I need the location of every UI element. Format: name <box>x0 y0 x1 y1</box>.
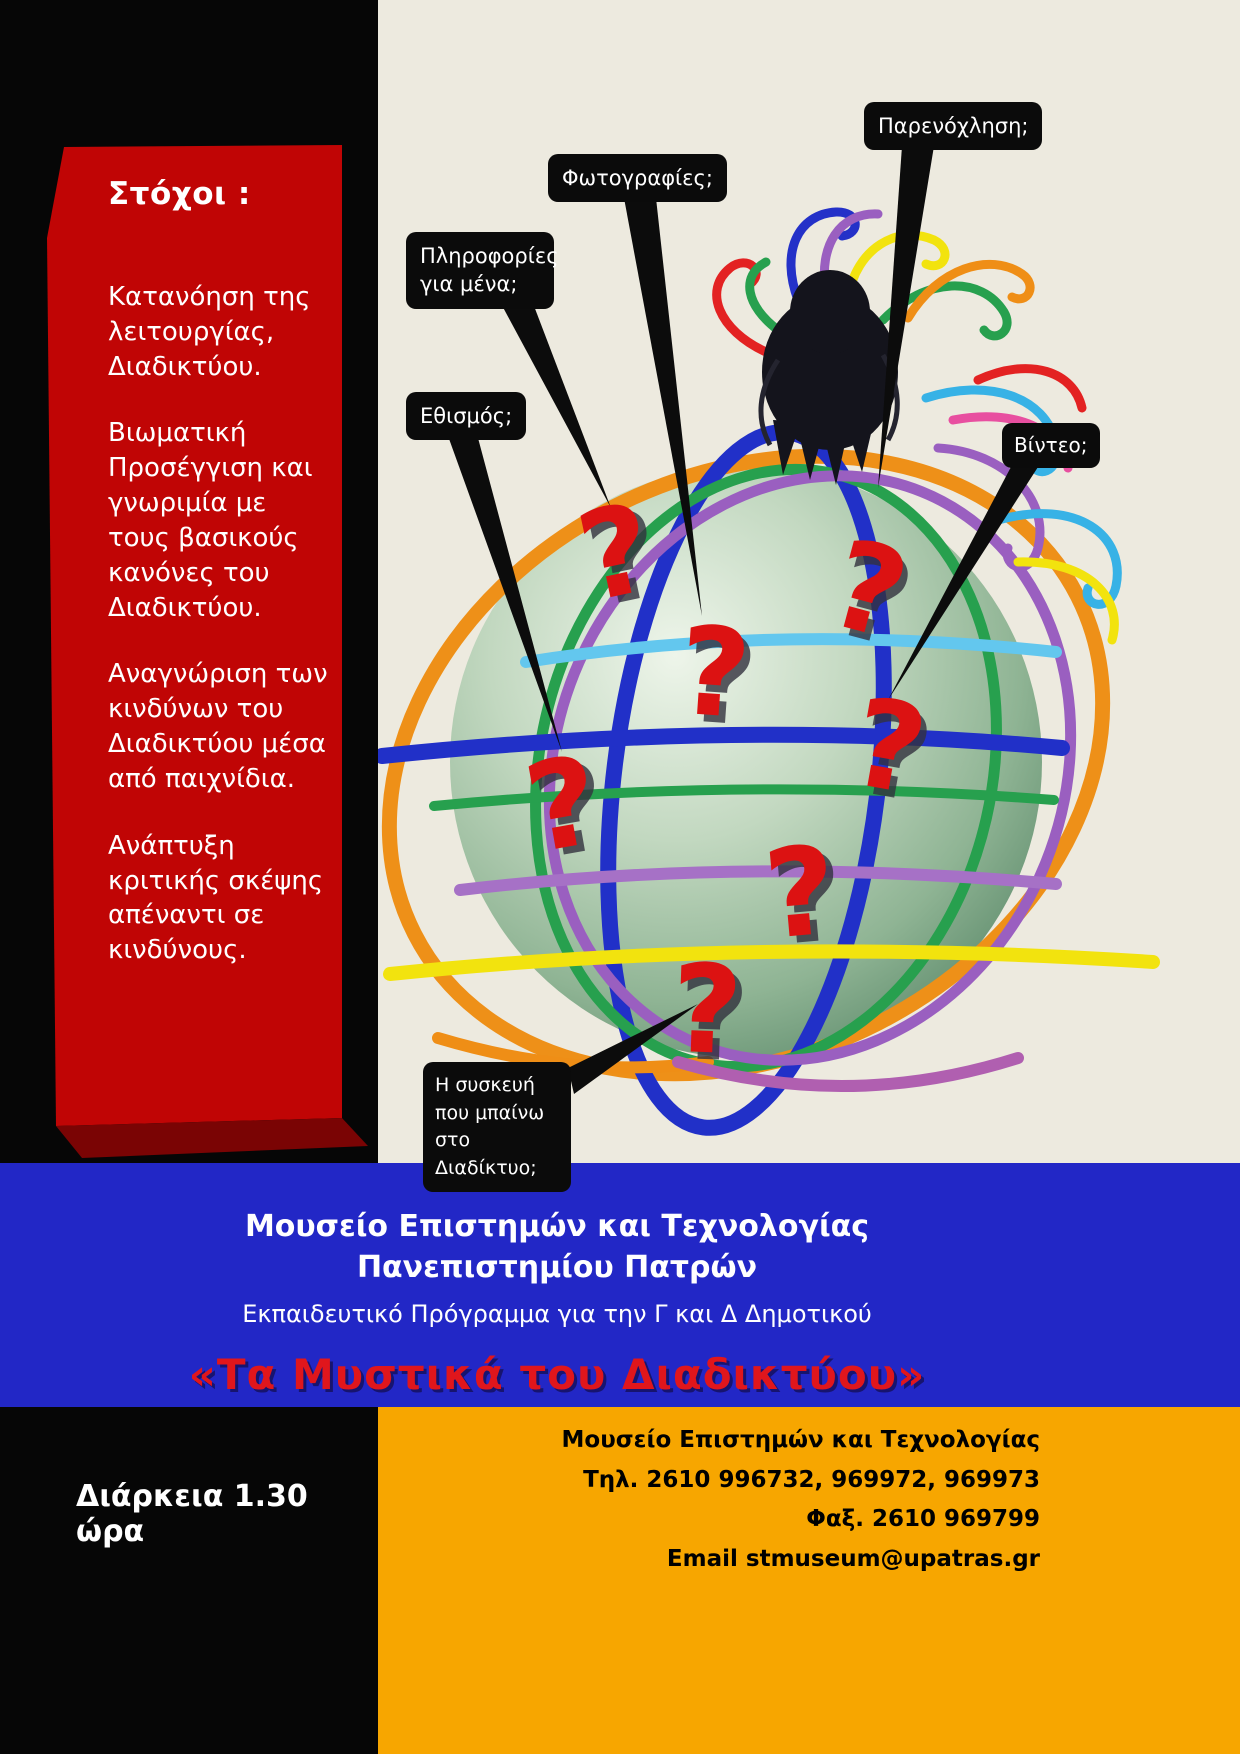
creature-fringe <box>773 420 873 485</box>
goals-panel: Στόχοι : Κατανόηση της λειτουργίας, Διαδ… <box>108 176 333 1000</box>
question-mark: ? ? <box>674 600 762 754</box>
contact-fax: Φαξ. 2610 969799 <box>806 1506 1040 1533</box>
svg-text:?: ? <box>674 600 755 747</box>
contact-info: Μουσείο Επιστημών και Τεχνολογίας Τηλ. 2… <box>562 1421 1040 1579</box>
question-mark: ? ? <box>669 938 752 1090</box>
svg-text:?: ? <box>767 826 850 974</box>
internet-globe-illustration: ? ? ? ? ? ? ? ? ? ? ? ? <box>378 146 1160 1136</box>
contact-museum-name: Μουσείο Επιστημών και Τεχνολογίας <box>561 1427 1040 1453</box>
red-panel-face <box>47 145 342 1126</box>
museum-name-line1: Μουσείο Επιστημών και Τεχνολογίας <box>244 1209 870 1244</box>
duration-text: Διάρκεια 1.30 ώρα <box>76 1479 308 1549</box>
red-3d-panel <box>47 145 368 1158</box>
goals-title: Στόχοι : <box>108 176 251 212</box>
callout-tails <box>448 146 1038 1094</box>
museum-banner-inner: Μουσείο Επιστημών και Τεχνολογίας Πανεπι… <box>0 1163 1114 1399</box>
globe-ribbons <box>378 424 1160 1136</box>
callout-device: Η συσκευή που μπαίνω στο Διαδίκτυο; <box>423 1062 571 1193</box>
illustration-panel: ? ? ? ? ? ? ? ? ? ? ? ? <box>378 0 1240 1193</box>
goal-item: Κατανόηση της λειτουργίας, Διαδικτύου. <box>108 282 311 382</box>
museum-name-line2: Πανεπιστημίου Πατρών <box>356 1249 758 1285</box>
program-title: «Τα Μυστικά του Διαδικτύου» <box>188 1350 926 1399</box>
callout-photos: Φωτογραφίες; <box>548 154 727 203</box>
callout-video: Βίντεο; <box>1002 423 1100 468</box>
svg-text:?: ? <box>681 607 762 754</box>
svg-text:?: ? <box>676 945 752 1089</box>
museum-banner: Μουσείο Επιστημών και Τεχνολογίας Πανεπι… <box>0 1163 1240 1407</box>
question-mark: ? ? <box>759 819 850 974</box>
program-description: Εκπαιδευτικό Πρόγραμμα για την Γ και Δ Δ… <box>242 1300 872 1328</box>
contact-phone: Τηλ. 2610 996732, 969972, 969973 <box>583 1466 1040 1493</box>
svg-text:?: ? <box>759 819 842 967</box>
contact-email: Email stmuseum@upatras.gr <box>666 1545 1040 1572</box>
footer: Διάρκεια 1.30 ώρα Μουσείο Επιστημών και … <box>0 1407 1240 1754</box>
goal-item: Αναγνώριση των κινδύνων του Διαδικτύου μ… <box>108 659 328 794</box>
footer-left: Διάρκεια 1.30 ώρα <box>0 1407 378 1754</box>
footer-contact-block: Μουσείο Επιστημών και Τεχνολογίας Τηλ. 2… <box>378 1407 1240 1754</box>
callout-addiction: Εθισμός; <box>406 392 527 441</box>
goal-item: Βιωματική Προσέγγιση και γνωριμία με του… <box>108 418 313 623</box>
monster-creature <box>712 207 1122 645</box>
creature-head <box>790 270 870 354</box>
red-panel-bottom-face <box>56 1118 368 1158</box>
globe-sphere <box>450 466 1042 1058</box>
goal-item: Ανάπτυξη κριτικής σκέψης απέναντι σε κιν… <box>108 830 324 966</box>
svg-text:?: ? <box>669 938 745 1082</box>
left-column: Στόχοι : Κατανόηση της λειτουργίας, Διαδ… <box>0 0 378 1163</box>
callout-info-about-me: Πληροφορίες για μένα; <box>406 232 559 309</box>
callout-harassment: Παρενόχληση; <box>864 102 1043 151</box>
